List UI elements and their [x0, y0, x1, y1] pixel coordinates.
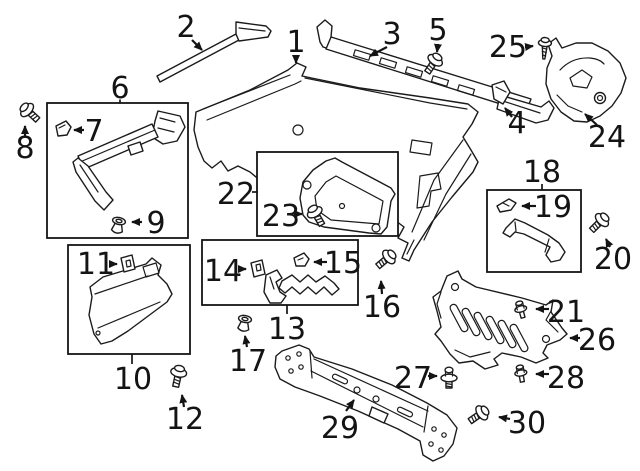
box-22-assembly — [256, 151, 399, 237]
part-13-support-bracket — [263, 269, 340, 304]
part-2-upper-trim-strip — [156, 21, 272, 83]
callout-22[interactable]: 22 — [217, 177, 255, 212]
arrow-12 — [179, 394, 188, 408]
arrow-3 — [369, 46, 388, 57]
callout-15[interactable]: 15 — [324, 246, 362, 281]
callout-16[interactable]: 16 — [363, 290, 401, 325]
callout-9[interactable]: 9 — [146, 206, 165, 241]
callout-24[interactable]: 24 — [588, 120, 626, 155]
box-6-assembly — [46, 102, 189, 239]
arrow-29 — [345, 399, 355, 412]
part-18-bracket — [502, 218, 566, 263]
arrow-30 — [498, 414, 511, 423]
callout-17[interactable]: 17 — [229, 344, 267, 379]
arrow-5 — [434, 43, 442, 53]
callout-14[interactable]: 14 — [204, 254, 242, 289]
part-22-bracket-panel — [299, 157, 396, 235]
part-17-pushpin — [235, 313, 253, 333]
box-13-assembly — [201, 239, 359, 306]
part-26-lower-valance-panel — [432, 270, 568, 370]
callout-13[interactable]: 13 — [268, 312, 306, 347]
callout-5[interactable]: 5 — [428, 13, 447, 48]
callout-27[interactable]: 27 — [394, 361, 432, 396]
part-6-side-rail-bracket — [72, 110, 186, 211]
box-18-assembly — [486, 189, 582, 273]
callout-29[interactable]: 29 — [321, 411, 359, 446]
arrow-2 — [191, 39, 203, 51]
callout-18[interactable]: 18 — [523, 155, 561, 190]
callout-2[interactable]: 2 — [176, 10, 195, 45]
part-15-clip — [293, 252, 310, 267]
part-29-impact-bar — [274, 344, 458, 462]
part-11-clip — [120, 254, 136, 273]
callout-3[interactable]: 3 — [382, 17, 401, 52]
part-14-clip — [250, 259, 266, 278]
part-30-screw — [464, 401, 493, 429]
part-19-clip — [496, 198, 517, 213]
callout-11[interactable]: 11 — [77, 247, 115, 282]
part-24-housing — [545, 37, 627, 123]
callout-4[interactable]: 4 — [507, 106, 526, 141]
part-7-clip — [55, 120, 72, 137]
callout-7[interactable]: 7 — [84, 114, 103, 149]
arrow-20 — [605, 238, 614, 248]
box-10-assembly — [67, 244, 191, 355]
callout-23[interactable]: 23 — [262, 199, 300, 234]
callout-1[interactable]: 1 — [286, 25, 305, 60]
callout-labels: 1 2 3 4 5 6 7 8 9 10 11 12 13 14 15 16 1… — [15, 10, 632, 446]
part-27-stud-bolt — [440, 366, 458, 389]
part-8-screw — [15, 98, 44, 127]
arrow-24 — [584, 113, 598, 126]
arrow-4 — [504, 107, 514, 118]
callout-19[interactable]: 19 — [534, 190, 572, 225]
part-28-clip-nut — [512, 363, 529, 384]
callout-26[interactable]: 26 — [578, 323, 616, 358]
arrow-17 — [242, 335, 251, 348]
callout-10[interactable]: 10 — [114, 362, 152, 397]
callout-arrows — [21, 39, 614, 423]
arrow-16 — [377, 280, 386, 295]
callout-21[interactable]: 21 — [547, 295, 585, 330]
callout-6[interactable]: 6 — [110, 71, 129, 106]
callout-25[interactable]: 25 — [489, 30, 527, 65]
callout-20[interactable]: 20 — [594, 242, 632, 277]
callout-30[interactable]: 30 — [508, 406, 546, 441]
part-12-screw — [167, 363, 189, 390]
arrow-25 — [524, 43, 534, 51]
callout-8[interactable]: 8 — [15, 131, 34, 166]
part-20-screw — [585, 208, 614, 237]
callout-28[interactable]: 28 — [547, 361, 585, 396]
part-16-screw — [371, 245, 401, 274]
part-4-clip — [491, 80, 511, 105]
callout-12[interactable]: 12 — [166, 402, 204, 437]
